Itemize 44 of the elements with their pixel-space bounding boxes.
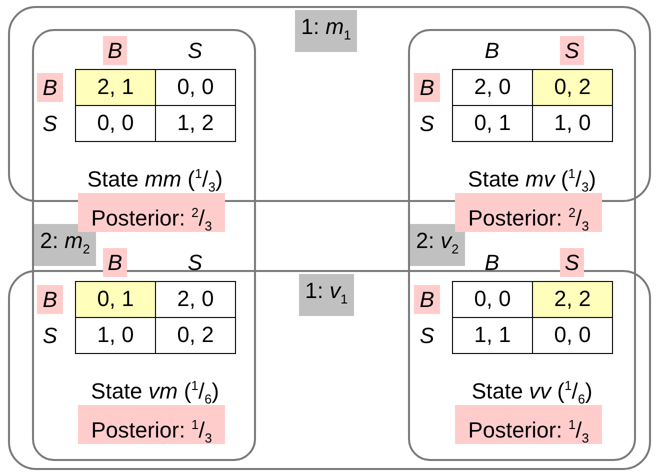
strategy-label: S — [42, 322, 58, 350]
payoff-cell: 0, 2 — [155, 317, 236, 354]
strategy-label: B — [484, 249, 500, 277]
posterior-label: Posterior: $^{1}$/$_{3}$ — [455, 405, 602, 444]
information-set-outline — [408, 29, 636, 461]
strategy-label: S — [560, 248, 584, 277]
information-set-label: 2: v$_{2}$ — [410, 224, 465, 266]
strategy-label: B — [37, 73, 63, 102]
state-caption: State mv ($^{1}$/$_{3}$) — [466, 165, 598, 191]
payoff-cell: 0, 1 — [452, 105, 533, 142]
strategy-label: S — [418, 110, 436, 138]
payoff-cell: 2, 2 — [532, 281, 613, 318]
posterior-label: Posterior: $^{2}$/$_{3}$ — [455, 193, 602, 232]
strategy-label: B — [484, 37, 500, 65]
payoff-cell: 1, 1 — [452, 317, 533, 354]
strategy-label: S — [42, 110, 58, 138]
strategy-label: B — [103, 36, 127, 65]
information-set-label: 1: m$_{1}$ — [295, 10, 358, 52]
payoff-cell: 1, 0 — [75, 317, 156, 354]
strategy-label: S — [186, 249, 204, 277]
strategy-label: B — [37, 285, 63, 314]
posterior-label: Posterior: $^{2}$/$_{3}$ — [78, 193, 225, 232]
information-set-label: 2: m$_{2}$ — [34, 224, 96, 266]
information-set-outline — [8, 270, 651, 470]
payoff-cell: 0, 2 — [532, 69, 613, 106]
payoff-cell: 0, 0 — [75, 105, 156, 142]
payoff-cell: 2, 0 — [155, 281, 236, 318]
strategy-label: S — [186, 37, 204, 65]
strategy-label: S — [418, 322, 436, 350]
state-caption: State vv ($^{1}$/$_{6}$) — [470, 377, 594, 403]
payoff-cell: 0, 1 — [75, 281, 156, 318]
strategy-label: B — [414, 285, 440, 314]
strategy-label: B — [103, 248, 127, 277]
posterior-label: Posterior: $^{1}$/$_{3}$ — [78, 405, 225, 444]
payoff-cell: 2, 1 — [75, 69, 156, 106]
state-caption: State mm ($^{1}$/$_{3}$) — [86, 165, 224, 191]
strategy-label: S — [560, 36, 584, 65]
payoff-cell: 0, 0 — [155, 69, 236, 106]
payoff-cell: 0, 0 — [532, 317, 613, 354]
payoff-cell: 1, 0 — [532, 105, 613, 142]
information-set-label: 1: v$_{1}$ — [299, 274, 354, 316]
state-caption: State vm ($^{1}$/$_{6}$) — [90, 377, 220, 403]
payoff-cell: 1, 2 — [155, 105, 236, 142]
strategy-label: B — [414, 73, 440, 102]
